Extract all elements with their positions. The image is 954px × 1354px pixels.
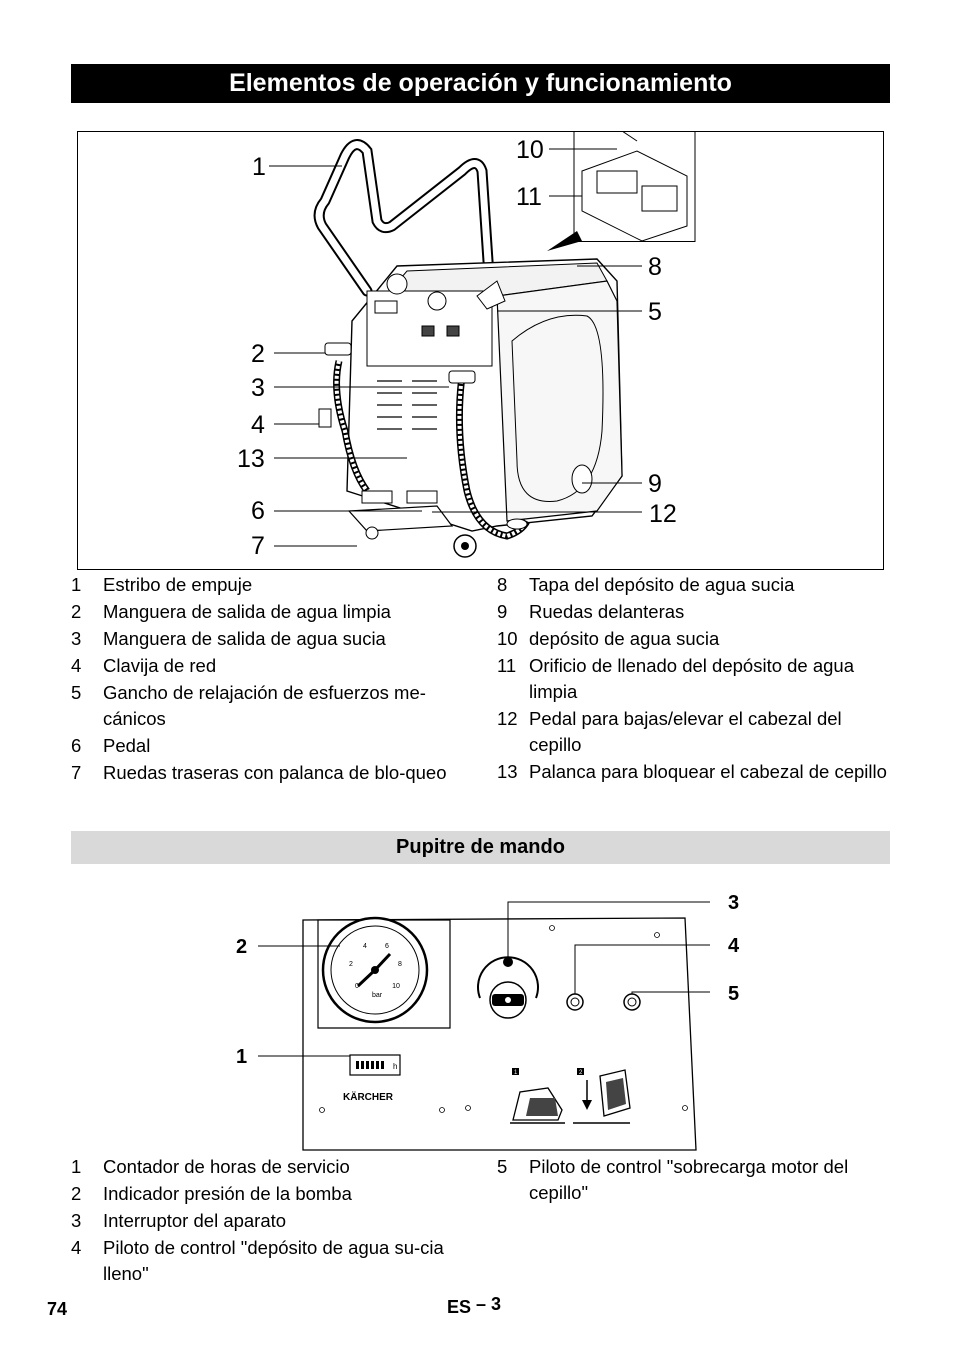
gauge-tick: 6 (385, 943, 389, 950)
legend-item: 1 Contador de horas de servicio (71, 1154, 463, 1180)
legend-text: Orificio de llenado del depósito de agua… (529, 655, 855, 702)
legend-item: 3 Manguera de salida de agua sucia (71, 626, 463, 652)
legend-num: 6 (71, 735, 82, 756)
callout-3: 3 (728, 892, 739, 914)
legend-item: 13 Palanca para bloquear el cabezal de ce… (497, 759, 890, 785)
gauge-tick: 10 (392, 983, 400, 990)
legend-item: 2 Manguera de salida de agua limpia (71, 599, 463, 625)
callout-6: 6 (251, 497, 265, 525)
legend-item: 2 Indicador presión de la bomba (71, 1181, 463, 1207)
legend-num: 2 (71, 601, 82, 622)
legend-text: Pedal (103, 735, 151, 756)
legend-num: 8 (497, 574, 508, 595)
legend-item: 9 Ruedas delanteras (497, 599, 890, 625)
callout-12: 12 (649, 500, 677, 528)
callout-4: 4 (251, 411, 265, 439)
step-2-label: 2 (579, 1070, 583, 1076)
callout-7: 7 (251, 532, 265, 560)
legend-num: 4 (71, 655, 82, 676)
legend-text: Gancho de relajación de esfuerzos me-cán… (103, 682, 426, 729)
callout-2: 2 (251, 340, 265, 368)
callout-9: 9 (648, 470, 662, 498)
legend-num: 5 (497, 1156, 508, 1177)
callout-2: 2 (236, 936, 247, 958)
legend-num: 3 (71, 628, 82, 649)
legend-text: Ruedas delanteras (529, 601, 685, 622)
section-number: – 3 (476, 1294, 502, 1314)
legend2-right: 5 Piloto de control "sobrecarga motor del… (497, 1154, 890, 1207)
callout-3: 3 (251, 374, 265, 402)
gauge-tick: 2 (349, 961, 353, 968)
legend-text: Indicador presión de la bomba (103, 1183, 352, 1204)
legend-num: 3 (71, 1210, 82, 1231)
legend-item: 5 Gancho de relajación de esfuerzos me-cá… (71, 680, 463, 732)
step-1-label: 1 (514, 1070, 518, 1076)
legend-text: Manguera de salida de agua limpia (103, 601, 391, 622)
gauge-tick: 4 (363, 943, 367, 950)
legend-item: 6 Pedal (71, 733, 463, 759)
legend-item: 8 Tapa del depósito de agua sucia (497, 572, 890, 598)
legend-num: 2 (71, 1183, 82, 1204)
legend-text: Interruptor del aparato (103, 1210, 287, 1231)
callout-5: 5 (648, 298, 662, 326)
legend-num: 1 (71, 574, 82, 595)
legend-text: Pedal para bajas/elevar el cabezal del c… (529, 708, 842, 755)
counter-unit: h (393, 1062, 397, 1071)
callout-11: 11 (516, 183, 542, 211)
legend-item: 4 Clavija de red (71, 653, 463, 679)
legend2-left: 1 Contador de horas de servicio 2 Indicado… (71, 1154, 463, 1288)
gauge-tick: 0 (355, 983, 359, 990)
legend-item: 4 Piloto de control "depósito de agua su-… (71, 1235, 463, 1287)
legend-num: 1 (71, 1156, 82, 1177)
legend-text: Palanca para bloquear el cabezal de cepi… (529, 761, 887, 782)
legend-text: Estribo de empuje (103, 574, 253, 595)
legend-item: 3 Interruptor del aparato (71, 1208, 463, 1234)
legend-item: 11 Orificio de llenado del depósito de ag… (497, 653, 890, 705)
legend-text: Piloto de control "depósito de agua su-c… (103, 1237, 444, 1284)
legend-item: 12 Pedal para bajas/elevar el cabezal del… (497, 706, 890, 758)
callout-1: 1 (252, 153, 266, 181)
page-title: Elementos de operación y funcionamiento (71, 64, 890, 103)
machine-figure: 1 2 3 4 13 6 7 10 11 8 5 9 12 (77, 131, 884, 570)
legend-num: 4 (71, 1237, 82, 1258)
callout-8: 8 (648, 253, 662, 281)
legend-right: 8 Tapa del depósito de agua sucia 9 Ruedas… (497, 572, 890, 786)
callout-10: 10 (516, 136, 544, 164)
legend-item: 7 Ruedas traseras con palanca de blo-queo (71, 760, 463, 786)
legend-text: Ruedas traseras con palanca de blo-queo (103, 762, 447, 783)
legend-num: 11 (497, 655, 517, 676)
control-panel-illustration: 0 2 4 6 8 10 bar h KÄRCHER 1 (236, 892, 740, 1151)
legend-text: Piloto de control "sobrecarga motor del … (529, 1156, 849, 1203)
legend-item: 5 Piloto de control "sobrecarga motor del… (497, 1154, 890, 1206)
legend-num: 7 (71, 762, 82, 783)
legend-text: Tapa del depósito de agua sucia (529, 574, 795, 595)
legend-num: 13 (497, 761, 518, 782)
legend-num: 10 (497, 628, 518, 649)
page-number: 74 (47, 1299, 68, 1319)
legend-num: 5 (71, 682, 82, 703)
legend-text: depósito de agua sucia (529, 628, 720, 649)
legend-text: Manguera de salida de agua sucia (103, 628, 386, 649)
legend-item: 1 Estribo de empuje (71, 572, 463, 598)
machine-illustration: 1 2 3 4 13 6 7 10 11 8 5 9 12 (77, 131, 884, 570)
footer-lang-section: ES – 3 (447, 1294, 502, 1318)
legend-text: Contador de horas de servicio (103, 1156, 350, 1177)
legend-num: 12 (497, 708, 518, 729)
callout-5: 5 (728, 983, 739, 1005)
callout-4: 4 (728, 935, 740, 957)
section-title: Pupitre de mando (71, 831, 890, 864)
language-code: ES (447, 1297, 472, 1317)
brand-logo: KÄRCHER (343, 1090, 394, 1103)
control-panel-figure: 0 2 4 6 8 10 bar h KÄRCHER 1 (230, 880, 750, 1160)
legend-item: 10 depósito de agua sucia (497, 626, 890, 652)
legend-num: 9 (497, 601, 508, 622)
callout-1: 1 (236, 1046, 247, 1068)
gauge-unit: bar (372, 992, 383, 999)
legend-text: Clavija de red (103, 655, 217, 676)
callout-13: 13 (237, 445, 265, 473)
gauge-tick: 8 (398, 961, 402, 968)
